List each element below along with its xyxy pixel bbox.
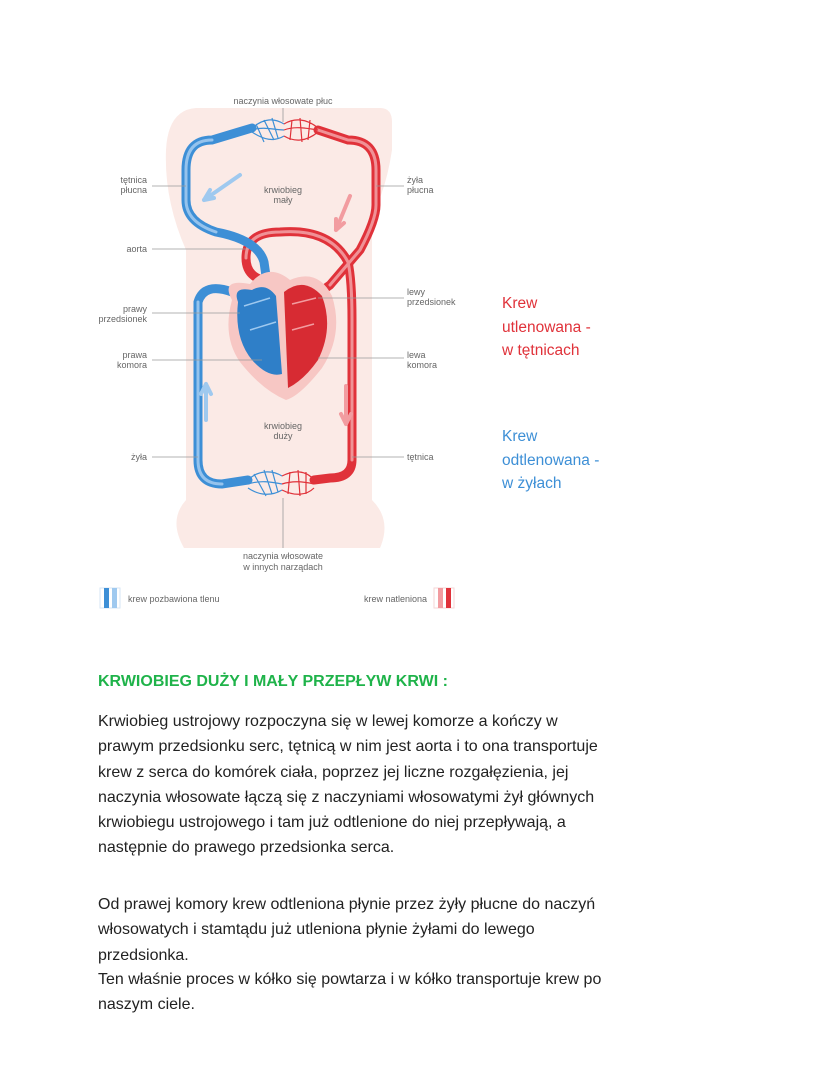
label-left-ventricle: lewa [407, 350, 426, 360]
label-pulmonary-vein: żyła [407, 175, 423, 185]
heart-right-side [236, 287, 282, 375]
article-paragraph: Ten właśnie proces w kółko się powtarza … [98, 971, 602, 1014]
label-aorta: aorta [126, 244, 147, 254]
label-left-atrium-2: przedsionek [407, 297, 456, 307]
label-organ-capillaries: naczynia włosowate [243, 551, 323, 561]
heart-left-side [284, 284, 328, 388]
label-artery: tętnica [407, 452, 434, 462]
diagram-legend: krew pozbawiona tlenu krew natleniona [99, 587, 455, 609]
note-line: Krew [502, 428, 538, 445]
label-big-circulation-2: duży [273, 431, 293, 441]
label-right-ventricle-2: komora [117, 360, 147, 370]
circulatory-system-diagram: naczynia włosowate płuc tętnica płucna ż… [98, 96, 456, 609]
label-pulmonary-artery: tętnica [120, 175, 147, 185]
legend-swatch-deoxygenated [99, 587, 121, 609]
article-paragraph: Krwiobieg ustrojowy rozpoczyna się w lew… [98, 713, 598, 857]
legend-label-deoxygenated: krew pozbawiona tlenu [128, 594, 220, 604]
label-left-ventricle-2: komora [407, 360, 437, 370]
label-left-atrium: lewy [407, 287, 426, 297]
label-pulmonary-vein-2: płucna [407, 185, 434, 195]
note-line: odtlenowana - [502, 451, 600, 469]
label-right-atrium: prawy [123, 304, 148, 314]
organ-capillary-network [247, 469, 315, 497]
flow-arrow-pulmonary [334, 194, 352, 232]
deoxygenated-blood-note: Krew odtlenowana - w żyłach [502, 425, 642, 496]
label-small-circulation-2: mały [273, 195, 293, 205]
label-pulmonary-artery-2: płucna [120, 185, 147, 195]
lung-capillary-network [251, 117, 319, 143]
note-line: Krew [502, 295, 538, 312]
diagram-labels: naczynia włosowate płuc tętnica płucna ż… [98, 96, 456, 572]
note-line: w żyłach [502, 475, 562, 492]
flow-arrow-artery-down [339, 384, 353, 426]
legend-swatch-oxygenated [433, 587, 455, 609]
note-line: w tętnicach [502, 342, 580, 359]
label-right-ventricle: prawa [122, 350, 147, 360]
label-small-circulation: krwiobieg [264, 185, 302, 195]
label-right-atrium-2: przedsionek [98, 314, 147, 324]
oxygenated-blood-note: Krew utlenowana - w tętnicach [502, 292, 642, 363]
note-line: utlenowana - [502, 318, 591, 336]
flow-arrow-small-circ [202, 173, 242, 202]
section-title: KRWIOBIEG DUŻY I MAŁY PRZEPŁYW KRWI : [98, 673, 448, 690]
label-lung-capillaries: naczynia włosowate płuc [233, 96, 333, 106]
flow-arrows [199, 173, 353, 426]
leader-lines [152, 108, 404, 548]
heart [228, 271, 337, 400]
label-organ-capillaries-2: w innych narządach [242, 562, 323, 572]
article-paragraph: Od prawej komory krew odtleniona płynie … [98, 896, 596, 964]
label-vein: żyła [131, 452, 147, 462]
legend-label-oxygenated: krew natleniona [364, 594, 427, 604]
flow-arrow-vein-up [199, 382, 213, 422]
label-big-circulation: krwiobieg [264, 421, 302, 431]
